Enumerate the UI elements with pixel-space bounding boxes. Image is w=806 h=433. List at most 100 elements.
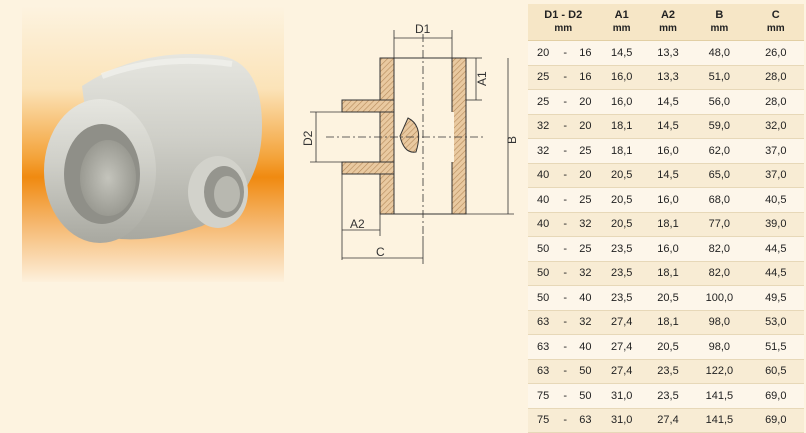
cell-a1: 27,4 (598, 334, 645, 360)
cell-d2: 32 (572, 310, 599, 335)
cell-c: 37,0 (747, 163, 804, 188)
cell-a1: 27,4 (598, 359, 645, 384)
cell-dash: - (558, 163, 573, 188)
cell-dash: - (558, 383, 573, 409)
cell-a2: 14,5 (644, 163, 692, 188)
cell-dash: - (558, 212, 573, 237)
cell-b: 141,5 (691, 383, 748, 409)
cell-a2: 16,0 (644, 187, 692, 213)
header-a2-label: A2 (660, 9, 676, 21)
cell-c: 40,5 (747, 187, 804, 213)
cell-c: 26,0 (747, 40, 804, 66)
dimension-lines (310, 30, 514, 264)
cell-d1: 63 (528, 359, 559, 384)
cell-a2: 20,5 (644, 285, 692, 311)
cell-a1: 20,5 (598, 212, 645, 237)
cell-a2: 16,0 (644, 138, 692, 164)
cell-a1: 23,5 (598, 285, 645, 311)
label-d1: D1 (415, 22, 431, 36)
cell-d1: 63 (528, 334, 559, 360)
cell-b: 122,0 (691, 359, 748, 384)
cell-a2: 14,5 (644, 89, 692, 115)
cell-d1: 20 (528, 40, 559, 66)
cell-c: 39,0 (747, 212, 804, 237)
cell-a2: 18,1 (644, 261, 692, 286)
cell-d1: 25 (528, 65, 559, 90)
header-d1-d2-label: D1 - D2 (544, 9, 583, 21)
cell-a1: 16,0 (598, 65, 645, 90)
cell-d1: 75 (528, 408, 559, 433)
cell-d2: 16 (572, 40, 599, 66)
cell-dash: - (558, 138, 573, 164)
cell-d2: 16 (572, 65, 599, 90)
cell-c: 32,0 (747, 114, 804, 139)
cell-d2: 50 (572, 383, 599, 409)
cell-d1: 40 (528, 212, 559, 237)
cell-dash: - (558, 334, 573, 360)
cell-d2: 25 (572, 187, 599, 213)
label-a2: A2 (350, 217, 365, 231)
cell-a1: 14,5 (598, 40, 645, 66)
header-b-unit: mm (710, 23, 729, 34)
header-a2-unit: mm (659, 23, 677, 34)
header-c-unit: mm (766, 23, 785, 34)
cell-c: 28,0 (747, 65, 804, 90)
cell-b: 98,0 (691, 310, 748, 335)
cell-c: 37,0 (747, 138, 804, 164)
cell-b: 68,0 (691, 187, 748, 213)
cell-a2: 23,5 (644, 383, 692, 409)
technical-drawing: D1 A1 B D2 A2 C (301, 22, 519, 264)
header-b-label: B (715, 9, 724, 21)
product-photo (22, 6, 284, 282)
cell-a1: 23,5 (598, 236, 645, 262)
header-c: C mm (747, 4, 804, 41)
cell-b: 98,0 (691, 334, 748, 360)
cell-b: 48,0 (691, 40, 748, 66)
cell-a1: 31,0 (598, 408, 645, 433)
cell-c: 28,0 (747, 89, 804, 115)
cell-d2: 20 (572, 163, 599, 188)
cell-b: 62,0 (691, 138, 748, 164)
header-a1-unit: mm (612, 23, 631, 34)
cell-a2: 13,3 (644, 40, 692, 66)
cell-dash: - (558, 89, 573, 115)
header-c-label: C (771, 9, 780, 21)
cell-d2: 25 (572, 138, 599, 164)
cell-b: 56,0 (691, 89, 748, 115)
cell-d2: 32 (572, 212, 599, 237)
label-d2: D2 (301, 130, 315, 146)
cell-d2: 20 (572, 89, 599, 115)
cell-c: 49,5 (747, 285, 804, 311)
cell-a1: 18,1 (598, 138, 645, 164)
cell-d2: 40 (572, 334, 599, 360)
cell-d1: 40 (528, 163, 559, 188)
reducing-tee-illustration (44, 54, 262, 243)
cell-c: 69,0 (747, 408, 804, 433)
cell-a1: 20,5 (598, 163, 645, 188)
cell-b: 82,0 (691, 261, 748, 286)
cell-a2: 14,5 (644, 114, 692, 139)
cell-b: 141,5 (691, 408, 748, 433)
cell-dash: - (558, 408, 573, 433)
cell-a1: 27,4 (598, 310, 645, 335)
cell-dash: - (558, 359, 573, 384)
header-b: B mm (691, 4, 748, 41)
cell-a1: 20,5 (598, 187, 645, 213)
cell-d1: 40 (528, 187, 559, 213)
cell-dash: - (558, 285, 573, 311)
cell-a2: 18,1 (644, 212, 692, 237)
header-a1: A1 mm (598, 4, 645, 41)
table-header-row: D1 - D2 mm A1 mm A2 mm B mm C mm (528, 4, 804, 41)
cell-d1: 50 (528, 236, 559, 262)
